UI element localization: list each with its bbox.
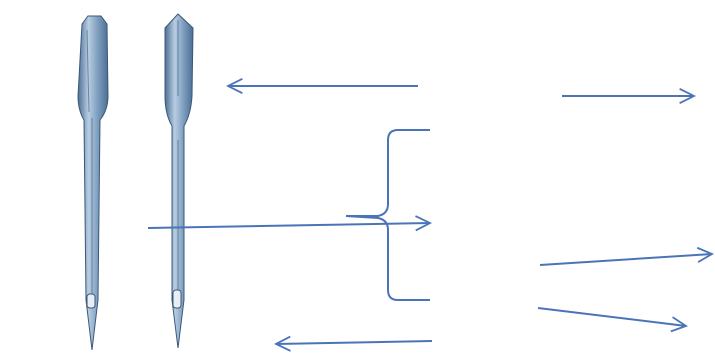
arrow-mid-right <box>539 254 712 266</box>
arrow-lower-right <box>537 307 686 326</box>
blade-bracket <box>345 129 430 301</box>
needle-flat-shank <box>164 13 194 349</box>
needle-round-shank <box>77 15 109 351</box>
arrow-groove <box>147 223 430 228</box>
arrow-point <box>276 341 433 344</box>
